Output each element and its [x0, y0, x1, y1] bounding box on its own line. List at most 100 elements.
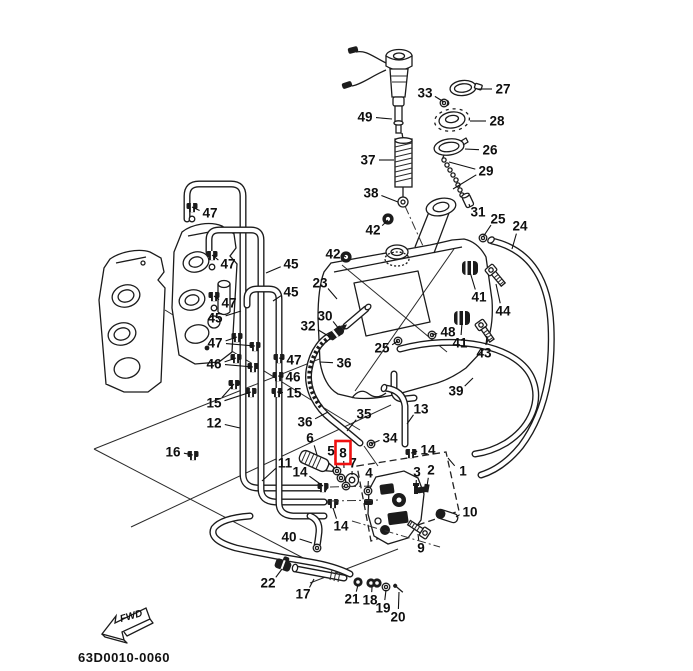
callout-46[interactable]: 46 [206, 357, 222, 372]
callout-15[interactable]: 15 [286, 386, 302, 401]
callout-47[interactable]: 47 [202, 206, 217, 221]
callout-25[interactable]: 25 [374, 341, 390, 356]
callout-18[interactable]: 18 [362, 593, 378, 608]
callout-47[interactable]: 47 [207, 336, 222, 351]
leader-line [343, 255, 347, 258]
leader-line [224, 423, 241, 429]
callouts: 4747474545454746154746151216113636353413… [165, 82, 528, 625]
callout-35[interactable]: 35 [356, 407, 372, 422]
leader-line [460, 322, 463, 336]
callout-14[interactable]: 14 [333, 519, 349, 534]
leader-line [384, 589, 387, 601]
leader-line [225, 343, 256, 347]
leader-line [464, 377, 474, 387]
callout-49[interactable]: 49 [357, 110, 372, 125]
oil-cap-group [433, 79, 483, 209]
callout-9[interactable]: 9 [417, 541, 425, 556]
callout-4[interactable]: 4 [365, 466, 373, 481]
callout-6[interactable]: 6 [306, 431, 314, 446]
callout-16[interactable]: 16 [165, 445, 181, 460]
callout-45[interactable]: 45 [283, 257, 299, 272]
callout-45[interactable]: 45 [283, 285, 299, 300]
callout-21[interactable]: 21 [344, 592, 360, 607]
callout-48[interactable]: 48 [440, 325, 456, 340]
callout-14[interactable]: 14 [420, 443, 436, 458]
callout-41[interactable]: 41 [452, 336, 468, 351]
leader-line [309, 475, 324, 487]
callout-44[interactable]: 44 [495, 304, 511, 319]
leader-line [452, 174, 477, 190]
leader-line [482, 224, 492, 238]
leader-line [431, 332, 438, 336]
callout-36[interactable]: 36 [297, 415, 313, 430]
callout-13[interactable]: 13 [413, 402, 429, 417]
leader-line [355, 584, 359, 592]
braided-hose [305, 328, 379, 467]
callout-28[interactable]: 28 [489, 114, 505, 129]
leader-line [448, 161, 476, 170]
callout-31[interactable]: 31 [470, 205, 486, 220]
callout-39[interactable]: 39 [448, 384, 463, 399]
callout-45[interactable]: 45 [207, 311, 223, 326]
selected-part-highlight [334, 439, 352, 466]
callout-12[interactable]: 12 [206, 416, 221, 431]
callout-40[interactable]: 40 [281, 530, 296, 545]
callout-42[interactable]: 42 [365, 223, 380, 238]
leader-line [327, 288, 338, 300]
callout-17[interactable]: 17 [295, 587, 310, 602]
callout-42[interactable]: 42 [325, 247, 340, 262]
leader-line [426, 477, 429, 487]
leader-line [211, 254, 219, 261]
oil-level-sensor [341, 46, 413, 134]
leader-line [272, 295, 282, 302]
callout-15[interactable]: 15 [206, 396, 222, 411]
filler-neck [384, 197, 457, 267]
callout-1[interactable]: 1 [459, 464, 467, 479]
leader-line [275, 568, 283, 578]
callout-27[interactable]: 27 [495, 82, 510, 97]
callout-5[interactable]: 5 [327, 444, 335, 459]
callout-47[interactable]: 47 [286, 353, 301, 368]
leader-line [381, 194, 399, 203]
callout-33[interactable]: 33 [417, 86, 433, 101]
leader-line [455, 514, 460, 518]
callout-8[interactable]: 8 [339, 446, 347, 461]
callout-29[interactable]: 29 [478, 164, 493, 179]
fwd-arrow: FWD [100, 607, 154, 644]
callout-10[interactable]: 10 [462, 505, 477, 520]
callout-30[interactable]: 30 [317, 309, 332, 324]
callout-11[interactable]: 11 [278, 456, 293, 471]
callout-36[interactable]: 36 [336, 356, 352, 371]
callout-7[interactable]: 7 [349, 456, 357, 471]
leader-line [381, 219, 389, 226]
callout-14[interactable]: 14 [292, 465, 308, 480]
leader-line [511, 233, 517, 250]
callout-26[interactable]: 26 [482, 143, 498, 158]
callout-43[interactable]: 43 [476, 346, 492, 361]
leader-line [406, 414, 414, 425]
callout-47[interactable]: 47 [220, 257, 235, 272]
callout-2[interactable]: 2 [427, 463, 435, 478]
callout-22[interactable]: 22 [260, 576, 275, 591]
callout-32[interactable]: 32 [300, 319, 315, 334]
oil-filter [298, 449, 335, 473]
callout-20[interactable]: 20 [390, 610, 405, 625]
sensor-spring [394, 132, 413, 208]
leader-line [447, 457, 456, 467]
callout-23[interactable]: 23 [312, 276, 328, 291]
callout-47[interactable]: 47 [221, 296, 236, 311]
callout-38[interactable]: 38 [363, 186, 379, 201]
callout-37[interactable]: 37 [360, 153, 375, 168]
callout-19[interactable]: 19 [375, 601, 390, 616]
callout-34[interactable]: 34 [382, 431, 398, 446]
callout-3[interactable]: 3 [413, 465, 421, 480]
callout-24[interactable]: 24 [512, 219, 528, 234]
leader-line [309, 578, 315, 588]
leader-line [410, 450, 418, 454]
leader-line [213, 295, 220, 301]
callout-25[interactable]: 25 [490, 212, 506, 227]
leader-line [314, 411, 329, 420]
callout-46[interactable]: 46 [285, 370, 301, 385]
callout-41[interactable]: 41 [471, 290, 487, 305]
